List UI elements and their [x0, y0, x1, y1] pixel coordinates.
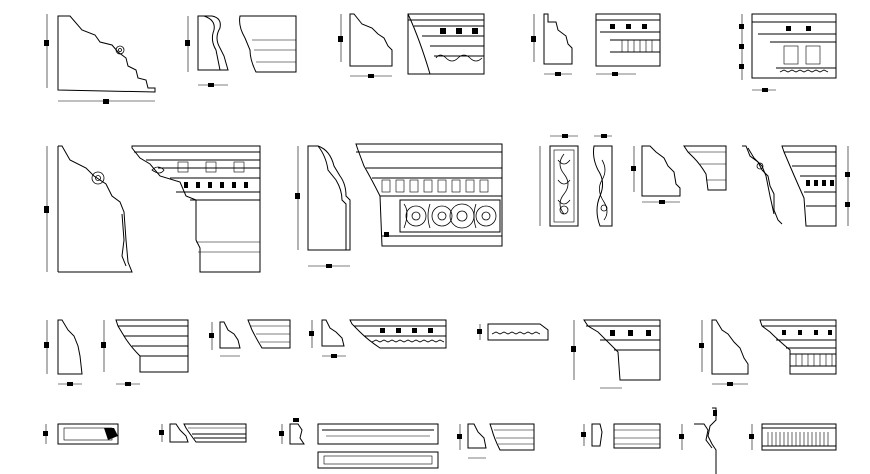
cornice-profile-2b	[295, 145, 351, 268]
cornice-profile-3c	[309, 319, 346, 358]
cornice-elevation-3f	[759, 319, 837, 375]
cornice-elevation-2b	[355, 143, 503, 247]
cornice-profile-2d	[742, 145, 783, 225]
cornice-profile-1a	[44, 14, 156, 104]
cornice-profile-2a	[44, 145, 133, 273]
cornice-section-4a	[43, 423, 119, 445]
bracket-profile	[593, 134, 613, 227]
cornice-profile-4f	[679, 407, 717, 474]
cornice-elevation-3a	[101, 319, 189, 386]
cornice-elevation-4b	[183, 423, 247, 443]
cornice-profile-1b	[185, 15, 229, 87]
cornice-elevation-2c	[683, 145, 727, 191]
bracket-elevation	[539, 134, 579, 227]
cornice-elevation-1c	[407, 13, 485, 75]
cornice-profile-4c	[279, 418, 305, 445]
cornice-elevation-2d	[781, 145, 850, 227]
cornice-elevation-4f	[749, 423, 837, 451]
cornice-elevation-3e	[571, 319, 661, 389]
cornice-elevation-4c	[317, 423, 439, 469]
cornice-elevation-1e	[739, 13, 837, 92]
cornice-elevation-4e	[613, 423, 661, 449]
cornice-profile-3e	[699, 319, 749, 386]
cornice-profile-3b	[209, 321, 241, 357]
cornice-profile-3a	[44, 319, 83, 386]
cornice-profile-2c	[631, 145, 681, 204]
cornice-profile-4b	[159, 423, 189, 443]
cornice-profile-3d	[477, 323, 549, 341]
cornice-elevation-3b	[247, 319, 291, 349]
cornice-profile-1c	[338, 13, 393, 78]
cornice-profile-4e	[581, 423, 603, 447]
cornice-profile-4d	[457, 423, 487, 459]
cornice-elevation-2a	[131, 145, 261, 273]
cornice-profile-1d	[531, 13, 573, 76]
cornice-elevation-1b	[239, 15, 297, 73]
cornice-elevation-4d	[489, 423, 535, 451]
cornice-elevation-1d	[595, 13, 661, 76]
cornice-elevation-3c	[349, 319, 447, 349]
